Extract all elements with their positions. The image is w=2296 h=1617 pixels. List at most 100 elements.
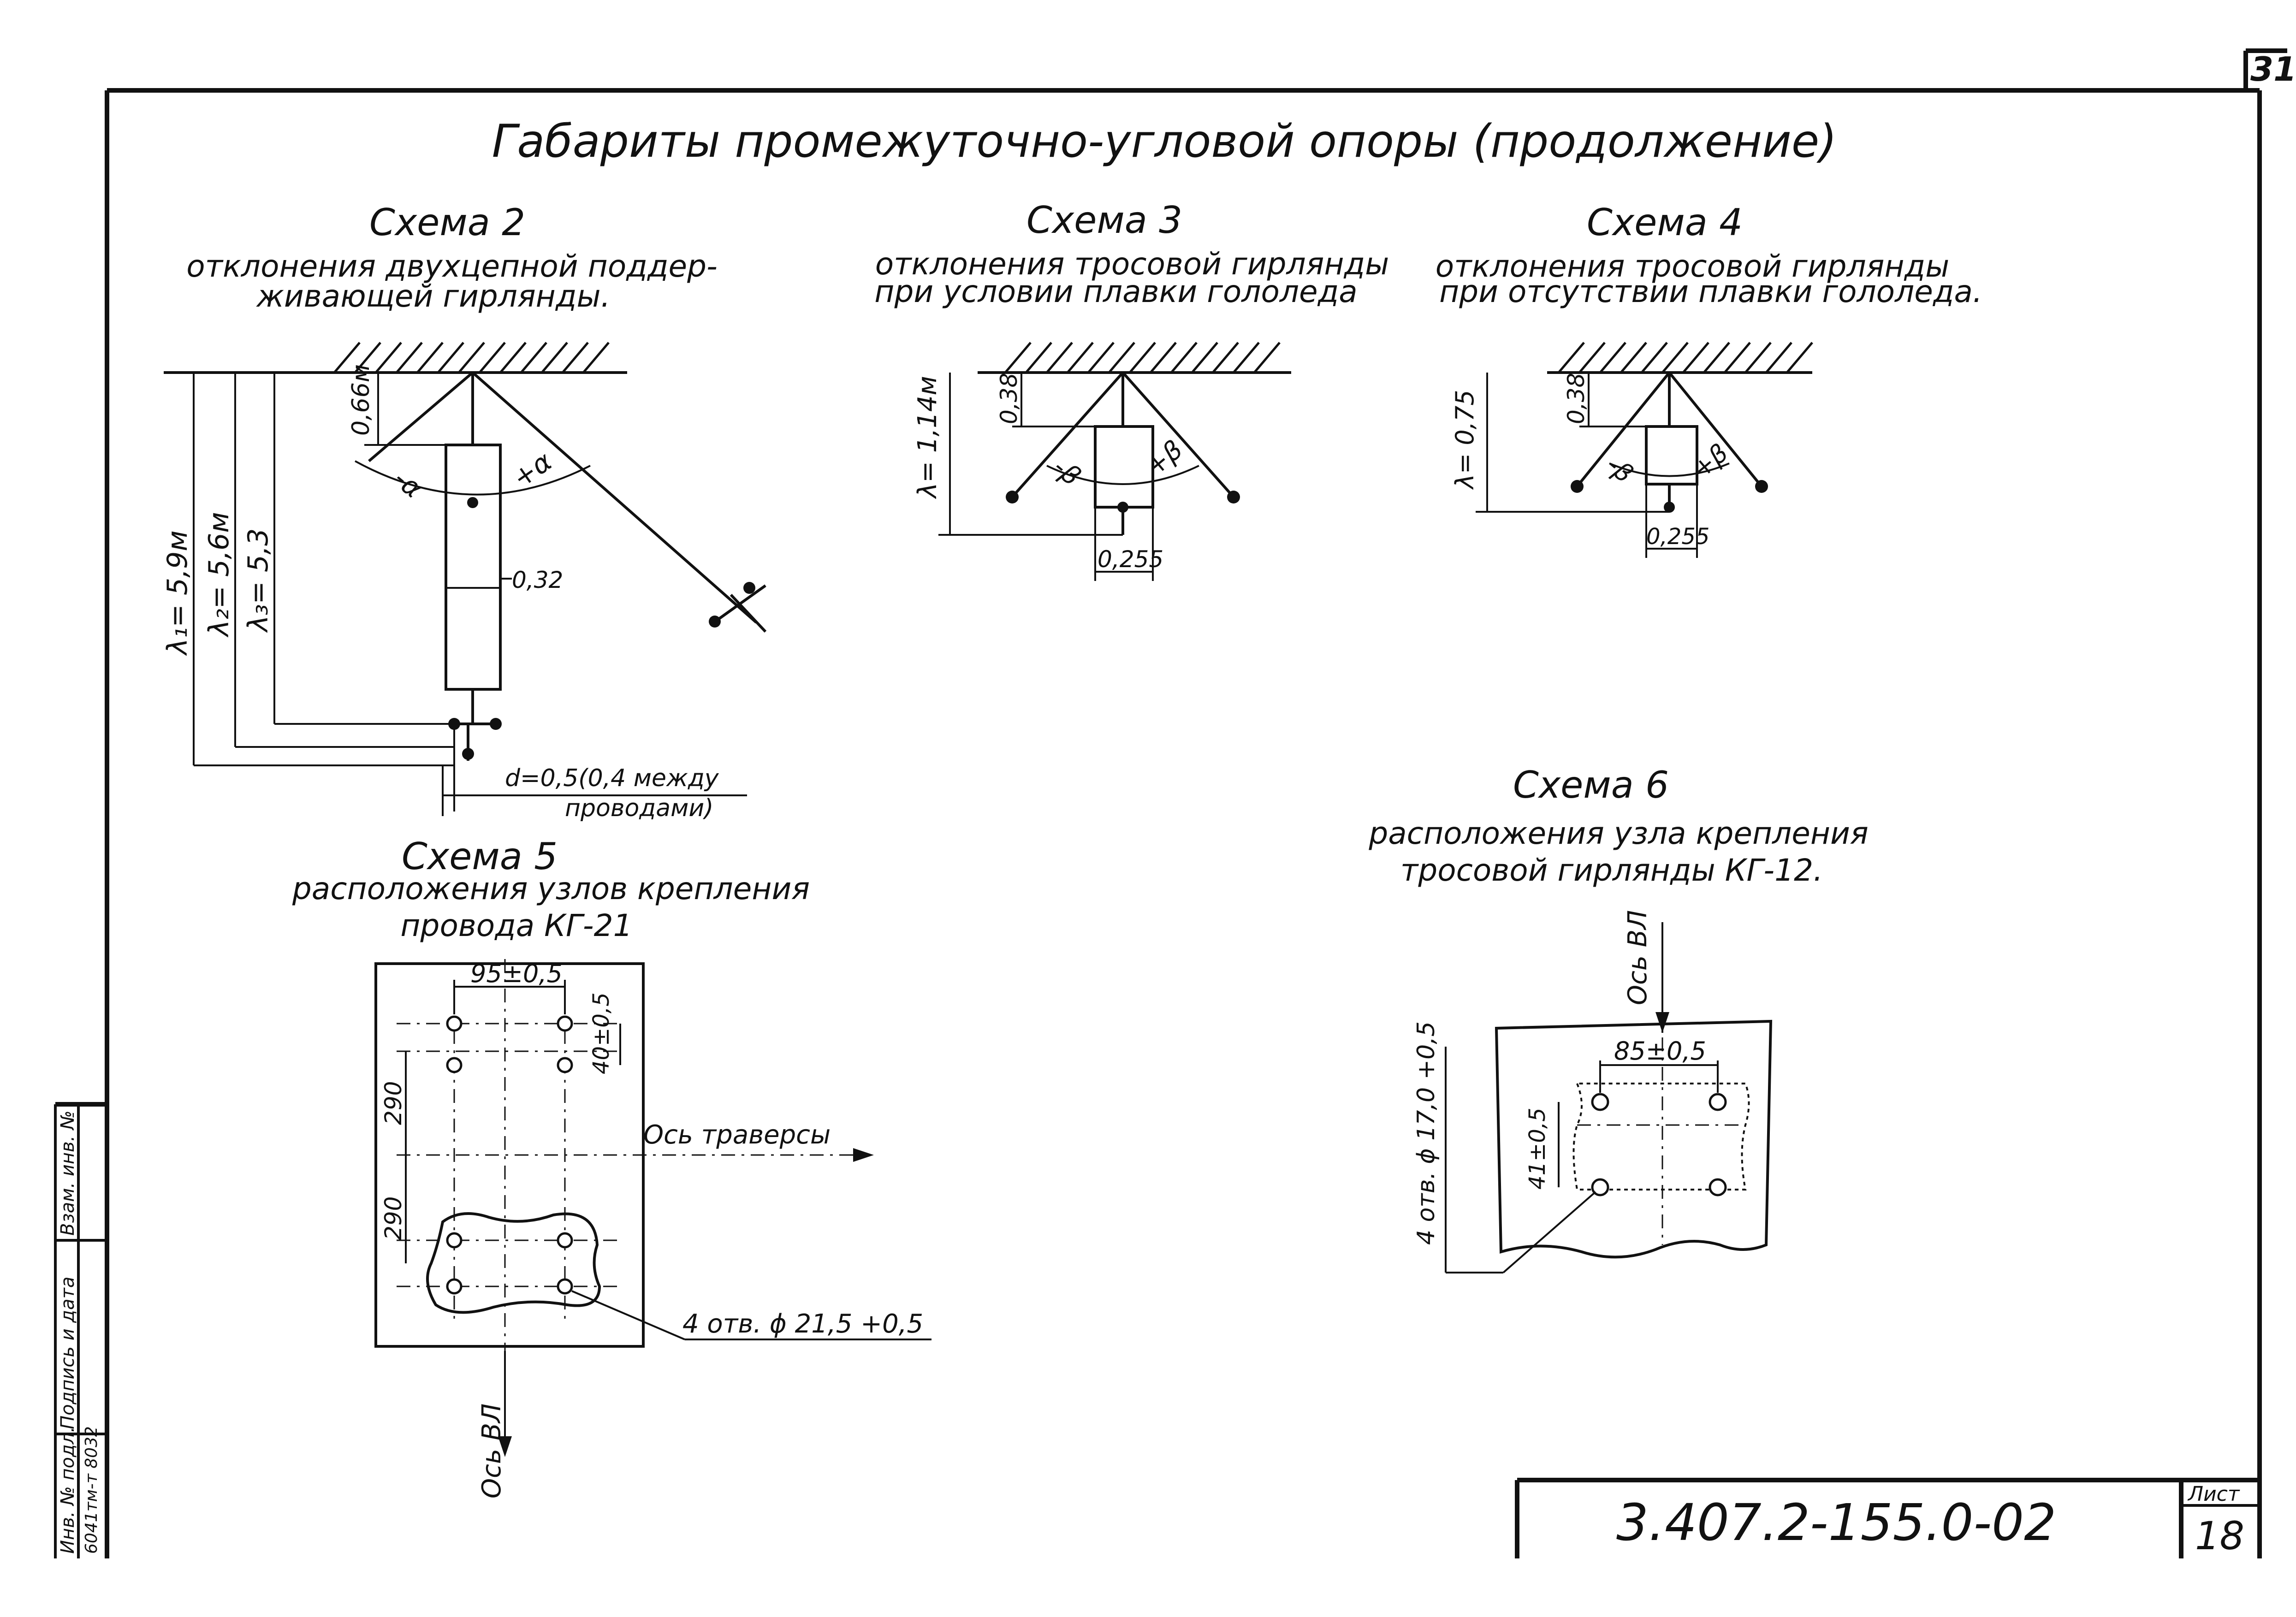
scheme-6: Схема 6 расположения узла крепления трос…: [1368, 764, 1869, 1273]
scheme-4-caption-line1: отклонения тросовой гирлянды: [1436, 249, 1950, 284]
scheme-6-holes-note: 4 отв. ϕ 17,0 +0,5: [1412, 1021, 1440, 1245]
scheme-2-d-line1: d=0,5(0,4 между: [505, 764, 719, 792]
scheme-2-plus-alpha: +α: [507, 445, 558, 494]
scheme-5-axis-vl: Ось ВЛ: [477, 1404, 507, 1499]
hatch-line: [1150, 342, 1177, 373]
scheme-3-heading: Схема 3: [1026, 199, 1182, 242]
hatch-line: [1212, 342, 1239, 373]
scheme-5-dim-290-bottom: 290: [380, 1196, 407, 1240]
hatch-line: [520, 342, 547, 373]
scheme-6-dim-top: 85±0,5: [1614, 1037, 1706, 1066]
hatch-line: [1641, 342, 1668, 373]
hatch-line: [1724, 342, 1751, 373]
sheet-corner-number: 31: [2250, 50, 2296, 89]
scheme-4-top-dim: 0,38: [1563, 373, 1590, 424]
scheme-5: Схема 5 расположения узлов крепления про…: [292, 835, 931, 1499]
sheet-number: 18: [2195, 1513, 2244, 1558]
hatch-line: [582, 342, 610, 373]
scheme-3-minus-beta: -β: [1047, 452, 1086, 492]
sheet-label: Лист: [2187, 1482, 2240, 1506]
scheme-5-dim-side: 40±0,5: [588, 992, 614, 1074]
scheme-4-heading: Схема 4: [1587, 201, 1743, 244]
scheme-5-dim-top: 95±0,5: [470, 959, 563, 988]
hatch-line: [1087, 342, 1115, 373]
hatch-line: [1682, 342, 1709, 373]
hatch-line: [1578, 342, 1606, 373]
side-stamp-cell-2: Подпись и дата: [57, 1277, 78, 1429]
title-block: 3.407.2-155.0-02 Лист 18: [1515, 1478, 2260, 1558]
scheme-5-axis-traverse: Ось траверсы: [643, 1120, 831, 1150]
side-stamp-cell-1: Инв. № подл.: [57, 1427, 78, 1554]
scheme-5-caption-line2: провода КГ-21: [400, 908, 632, 943]
scheme-4-caption-line2: при отсутствии плавки гололеда.: [1439, 274, 1982, 309]
scheme-2-top-dim: 0,66м: [347, 364, 375, 436]
scheme-6-axis-vl: Ось ВЛ: [1623, 910, 1653, 1005]
scheme-3-caption-line1: отклонения тросовой гирлянды: [875, 246, 1389, 282]
scheme-4-width-dim: 0,255: [1646, 524, 1709, 550]
hatch-line: [1661, 342, 1689, 373]
scheme-6-dim-side: 41±0,5: [1525, 1108, 1550, 1190]
hatch-line: [333, 342, 361, 373]
hatch-line: [396, 342, 423, 373]
scheme-5-heading: Схема 5: [402, 835, 558, 878]
side-stamp: Взам. инв. № Подпись и дата Инв. № подл.…: [54, 1102, 107, 1558]
scheme-2: Схема 2 отклонения двухцепной поддер- жи…: [161, 201, 767, 822]
scheme-2-heading: Схема 2: [369, 201, 525, 244]
scheme-5-caption-line1: расположения узлов крепления: [292, 871, 810, 906]
hatch-line: [1786, 342, 1813, 373]
hatch-line: [499, 342, 527, 373]
hatch-line: [1253, 342, 1281, 373]
scheme-3-plus-beta: +β: [1140, 435, 1188, 482]
scheme-6-heading: Схема 6: [1513, 764, 1669, 806]
scheme-2-d-line2: проводами): [565, 794, 713, 822]
scheme-6-caption-line2: тросовой гирлянды КГ-12.: [1400, 853, 1823, 888]
hatch-line: [1067, 342, 1094, 373]
scheme-4-lambda: λ= 0,75: [1450, 390, 1479, 490]
hatch-line: [375, 342, 402, 373]
scheme-3-width-dim: 0,255: [1098, 546, 1163, 573]
scheme-3-caption-line2: при условии плавки гололеда: [874, 274, 1357, 309]
drawing-title: Габариты промежуточно-угловой опоры (про…: [492, 115, 1837, 168]
scheme-3-lambda: λ= 1,14м: [913, 376, 943, 499]
scheme-2-lambda1: λ₁= 5,9м: [161, 530, 194, 656]
hatch-line: [1558, 342, 1585, 373]
hatch-line: [1170, 342, 1198, 373]
hatch-line: [1025, 342, 1052, 373]
scheme-4-minus-beta: -β: [1601, 450, 1639, 489]
scheme-2-caption-line2: живающей гирлянды.: [255, 278, 610, 314]
hatch-line: [1004, 342, 1032, 373]
hatch-line: [437, 342, 464, 373]
scheme-3: Схема 3 отклонения тросовой гирлянды при…: [874, 199, 1389, 581]
scheme-2-lambda2: λ₂= 5,6м: [203, 512, 235, 638]
hatch-line: [1703, 342, 1730, 373]
side-stamp-cell-3: Взам. инв. №: [57, 1110, 78, 1236]
scheme-2-lambda3: λ₃= 5,3: [242, 528, 274, 633]
hatch-line: [541, 342, 568, 373]
hatch-line: [1046, 342, 1073, 373]
hatch-line: [416, 342, 444, 373]
side-stamp-code: 6041тм-т 8032: [82, 1426, 101, 1554]
hatch-line: [354, 342, 381, 373]
scheme-6-caption-line1: расположения узла крепления: [1368, 816, 1868, 851]
sheet-frame: [105, 48, 2287, 1558]
hatch-line: [1765, 342, 1792, 373]
scheme-2-minus-alpha: -α: [388, 463, 429, 504]
hatch-line: [1233, 342, 1260, 373]
hatch-line: [1744, 342, 1772, 373]
scheme-4: Схема 4 отклонения тросовой гирлянды при…: [1436, 201, 1982, 558]
hatch-line: [479, 342, 506, 373]
scheme-3-top-dim: 0,38: [996, 373, 1022, 424]
hatch-line: [1191, 342, 1218, 373]
scheme-2-caption-line1: отклонения двухцепной поддер-: [186, 249, 718, 284]
hatch-line: [1599, 342, 1626, 373]
hatch-line: [562, 342, 589, 373]
scheme-5-holes-note: 4 отв. ϕ 21,5 +0,5: [682, 1309, 923, 1339]
scheme-2-width-dim: 0,32: [512, 567, 563, 593]
scheme-5-dim-290-top: 290: [380, 1081, 407, 1125]
hatch-line: [458, 342, 485, 373]
hatch-line: [1108, 342, 1135, 373]
document-code: 3.407.2-155.0-02: [1616, 1493, 2056, 1552]
hatch-line: [1129, 342, 1156, 373]
hatch-line: [1620, 342, 1647, 373]
